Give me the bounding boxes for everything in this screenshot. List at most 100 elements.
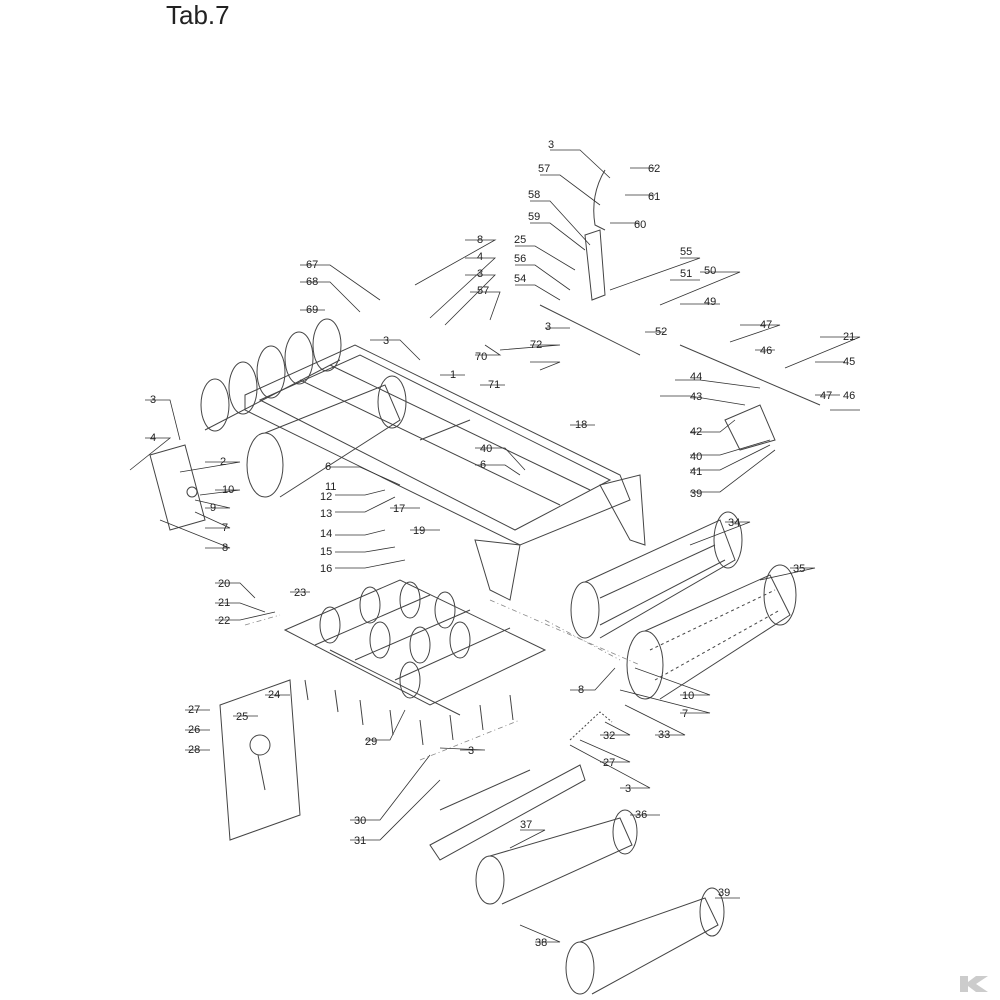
callout-labels: 3 57 58 59 25 56 54 62 61 60 55 51 50 49… [150,139,855,949]
callout-label: 29 [365,736,377,748]
callout-label: 58 [528,189,540,201]
callout-label: 39 [718,887,730,899]
callout-label: 3 [625,783,631,795]
callout-label: 9 [210,502,216,514]
callout-label: 21 [843,331,855,343]
callout-label: 57 [538,163,550,175]
callout-label: 27 [603,757,615,769]
callout-label: 4 [150,432,156,444]
callout-label: 3 [150,394,156,406]
callout-label: 50 [704,265,716,277]
callout-label: 14 [320,528,332,540]
callout-label: 38 [535,937,547,949]
callout-label: 3 [383,335,389,347]
callout-label: 24 [268,689,280,701]
callout-label: 56 [514,253,526,265]
spring-tine-inset [219,679,301,841]
callout-label: 43 [690,391,702,403]
callout-label: 46 [843,390,855,402]
callout-label: 42 [690,426,702,438]
callout-label: 30 [354,815,366,827]
inner-roller [246,375,407,498]
callout-label: 20 [218,578,230,590]
callout-label: 6 [480,459,486,471]
connection-lines [244,599,641,761]
callout-label: 10 [222,484,234,496]
callout-label: 4 [477,251,483,263]
callout-label: 1 [450,369,456,381]
callout-label: 47 [760,319,772,331]
callout-label: 12 [320,491,332,503]
callout-label: 3 [545,321,551,333]
callout-label: 44 [690,371,702,383]
callout-label: 10 [682,690,694,702]
callout-label: 19 [413,525,425,537]
callout-label: 59 [528,211,540,223]
callout-label: 7 [222,522,228,534]
callout-label: 68 [306,276,318,288]
crosskill-roller [475,809,638,905]
callout-label: 57 [477,285,489,297]
rear-shaft [679,344,821,451]
callout-label: 54 [514,273,526,285]
spiral-roller [565,887,725,995]
callout-label: 22 [218,615,230,627]
callout-label: 27 [188,704,200,716]
page-title: Tab.7 [166,0,230,30]
callout-label: 62 [648,163,660,175]
callout-label: 7 [682,708,688,720]
leader-lines [129,149,861,943]
callout-label: 69 [306,304,318,316]
levelling-board [429,764,586,861]
callout-label: 32 [603,730,615,742]
callout-label: 6 [325,461,331,473]
callout-label: 18 [575,419,587,431]
callout-label: 49 [704,296,716,308]
callout-label: 72 [530,339,542,351]
tine-assembly [539,169,641,356]
callout-label: 25 [236,711,248,723]
callout-label: 3 [477,268,483,280]
callout-label: 36 [635,809,647,821]
main-frame [244,344,646,601]
callout-label: 40 [480,443,492,455]
side-plate [149,444,206,531]
callout-label: 71 [488,379,500,391]
cage-roller [570,511,743,639]
callout-label: 15 [320,546,332,558]
callout-label: 34 [728,517,740,529]
front-discs [200,318,342,432]
tine-harrow [283,579,547,746]
chain-part [569,711,613,741]
callout-label: 67 [306,259,318,271]
callout-label: 21 [218,597,230,609]
callout-label: 52 [655,326,667,338]
callout-label: 33 [658,729,670,741]
callout-label: 26 [188,724,200,736]
callout-label: 41 [690,466,702,478]
callout-label: 61 [648,191,660,203]
callout-label: 3 [548,139,554,151]
callout-label: 70 [475,351,487,363]
callout-label: 39 [690,488,702,500]
callout-label: 8 [578,684,584,696]
callout-label: 2 [220,456,226,468]
callout-label: 55 [680,246,692,258]
callout-label: 23 [294,587,306,599]
tooth-roller [626,564,797,700]
callout-label: 28 [188,744,200,756]
callout-label: 25 [514,234,526,246]
callout-label: 35 [793,563,805,575]
callout-label: 47 [820,390,832,402]
callout-label: 40 [690,451,702,463]
callout-label: 8 [477,234,483,246]
callout-label: 16 [320,563,332,575]
callout-label: 37 [520,819,532,831]
callout-label: 8 [222,542,228,554]
callout-label: 17 [393,503,405,515]
callout-label: 45 [843,356,855,368]
callout-label: 11 [325,481,336,493]
callout-label: 31 [354,835,366,847]
callout-label: 3 [468,745,474,757]
